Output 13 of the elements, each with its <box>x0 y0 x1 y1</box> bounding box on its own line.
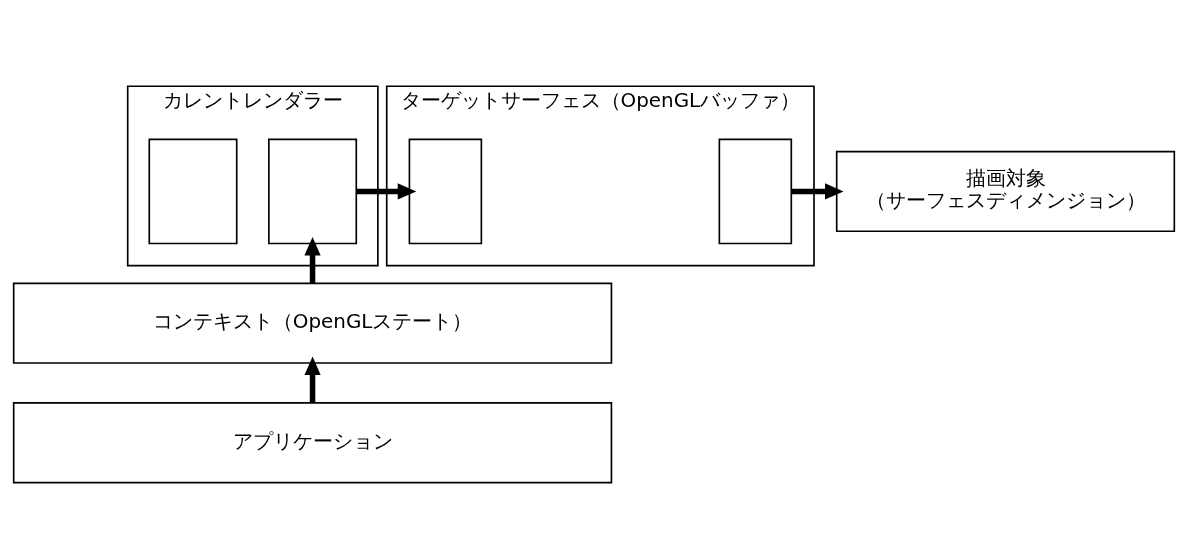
node-box: コンテキスト（OpenGLステート） <box>12 282 613 364</box>
cluster: ターゲットサーフェス（OpenGLバッファ） <box>385 84 815 266</box>
arrow <box>304 236 321 283</box>
arrow <box>791 182 844 200</box>
node-box <box>408 138 483 244</box>
node-box <box>148 138 238 244</box>
node-box: 描画対象 （サーフェスディメンジョン） <box>835 150 1176 232</box>
node-box: アプリケーション <box>12 401 613 483</box>
node-box <box>718 138 793 244</box>
arrow <box>356 182 417 200</box>
arrow <box>304 356 321 403</box>
cluster: カレントレンダラー <box>126 84 379 266</box>
node-box <box>268 138 358 244</box>
